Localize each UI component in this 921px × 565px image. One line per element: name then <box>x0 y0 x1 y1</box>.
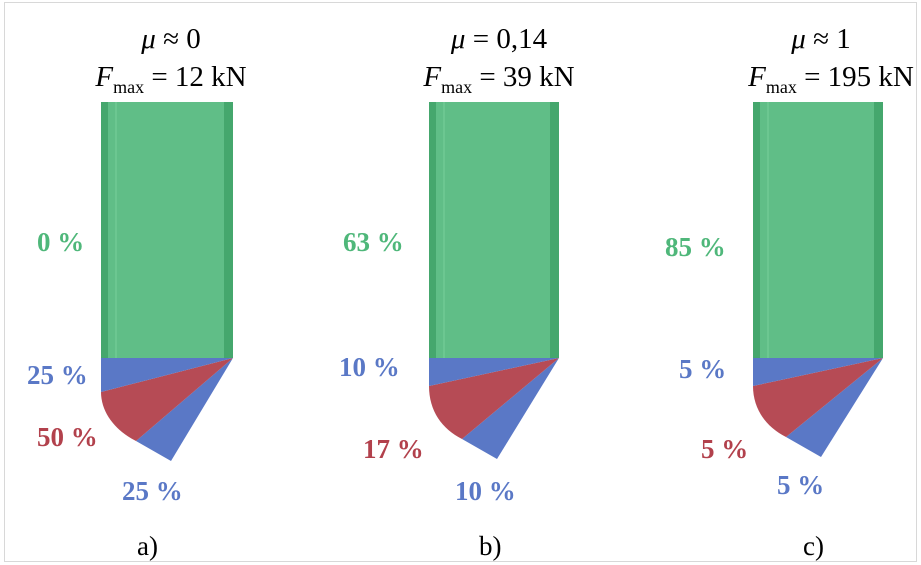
lower-blue-region <box>786 358 883 457</box>
shank-edge-left <box>429 102 436 358</box>
red-region <box>429 358 559 439</box>
red-region <box>753 358 883 437</box>
upper-blue-percentage: 5 % <box>679 354 727 384</box>
max-force-label: Fmax = 12 kN <box>95 61 247 97</box>
panel-b: μ = 0,14 Fmax = 39 kN 63 % 10 % 17 % 10 … <box>339 0 649 565</box>
lower-blue-region <box>136 358 233 461</box>
red-percentage: 5 % <box>701 434 749 464</box>
friction-coefficient-label: μ = 0,14 <box>450 23 548 55</box>
lower-blue-percentage: 10 % <box>455 476 516 506</box>
shank-edge-right <box>874 102 883 358</box>
shank-percentage: 85 % <box>665 232 726 262</box>
friction-coefficient-label: μ ≈ 0 <box>141 23 201 55</box>
tool-diagram <box>101 102 233 461</box>
panel-a: μ ≈ 0 Fmax = 12 kN 0 % 25 % 50 % 25 % a) <box>21 0 321 565</box>
tool-diagram <box>429 102 559 459</box>
lower-blue-percentage: 25 % <box>122 476 183 506</box>
panel-caption: c) <box>803 531 824 561</box>
shank-edge-left <box>101 102 108 358</box>
red-region <box>101 358 233 441</box>
lower-blue-percentage: 5 % <box>777 470 825 500</box>
shank-region <box>753 102 883 358</box>
friction-coefficient-label: μ ≈ 1 <box>791 23 851 55</box>
tool-diagram <box>753 102 883 457</box>
shank-edge-left <box>753 102 760 358</box>
upper-blue-region <box>101 358 233 392</box>
figure-frame <box>4 2 917 562</box>
max-force-label: Fmax = 195 kN <box>748 61 914 97</box>
shank-percentage: 0 % <box>37 227 85 257</box>
red-percentage: 17 % <box>363 434 424 464</box>
shank-percentage: 63 % <box>343 227 404 257</box>
shank-region <box>101 102 233 358</box>
lower-blue-region <box>462 358 559 459</box>
shank-region <box>429 102 559 358</box>
max-force-label: Fmax = 39 kN <box>423 61 575 97</box>
panel-caption: b) <box>479 531 502 561</box>
upper-blue-percentage: 25 % <box>27 360 88 390</box>
shank-edge-right <box>550 102 559 358</box>
panel-caption: a) <box>137 531 158 561</box>
red-percentage: 50 % <box>37 422 98 452</box>
panel-c: μ ≈ 1 Fmax = 195 kN 85 % 5 % 5 % 5 % c) <box>665 0 921 565</box>
upper-blue-region <box>753 358 883 386</box>
upper-blue-percentage: 10 % <box>339 352 400 382</box>
shank-edge-right <box>224 102 233 358</box>
upper-blue-region <box>429 358 559 386</box>
